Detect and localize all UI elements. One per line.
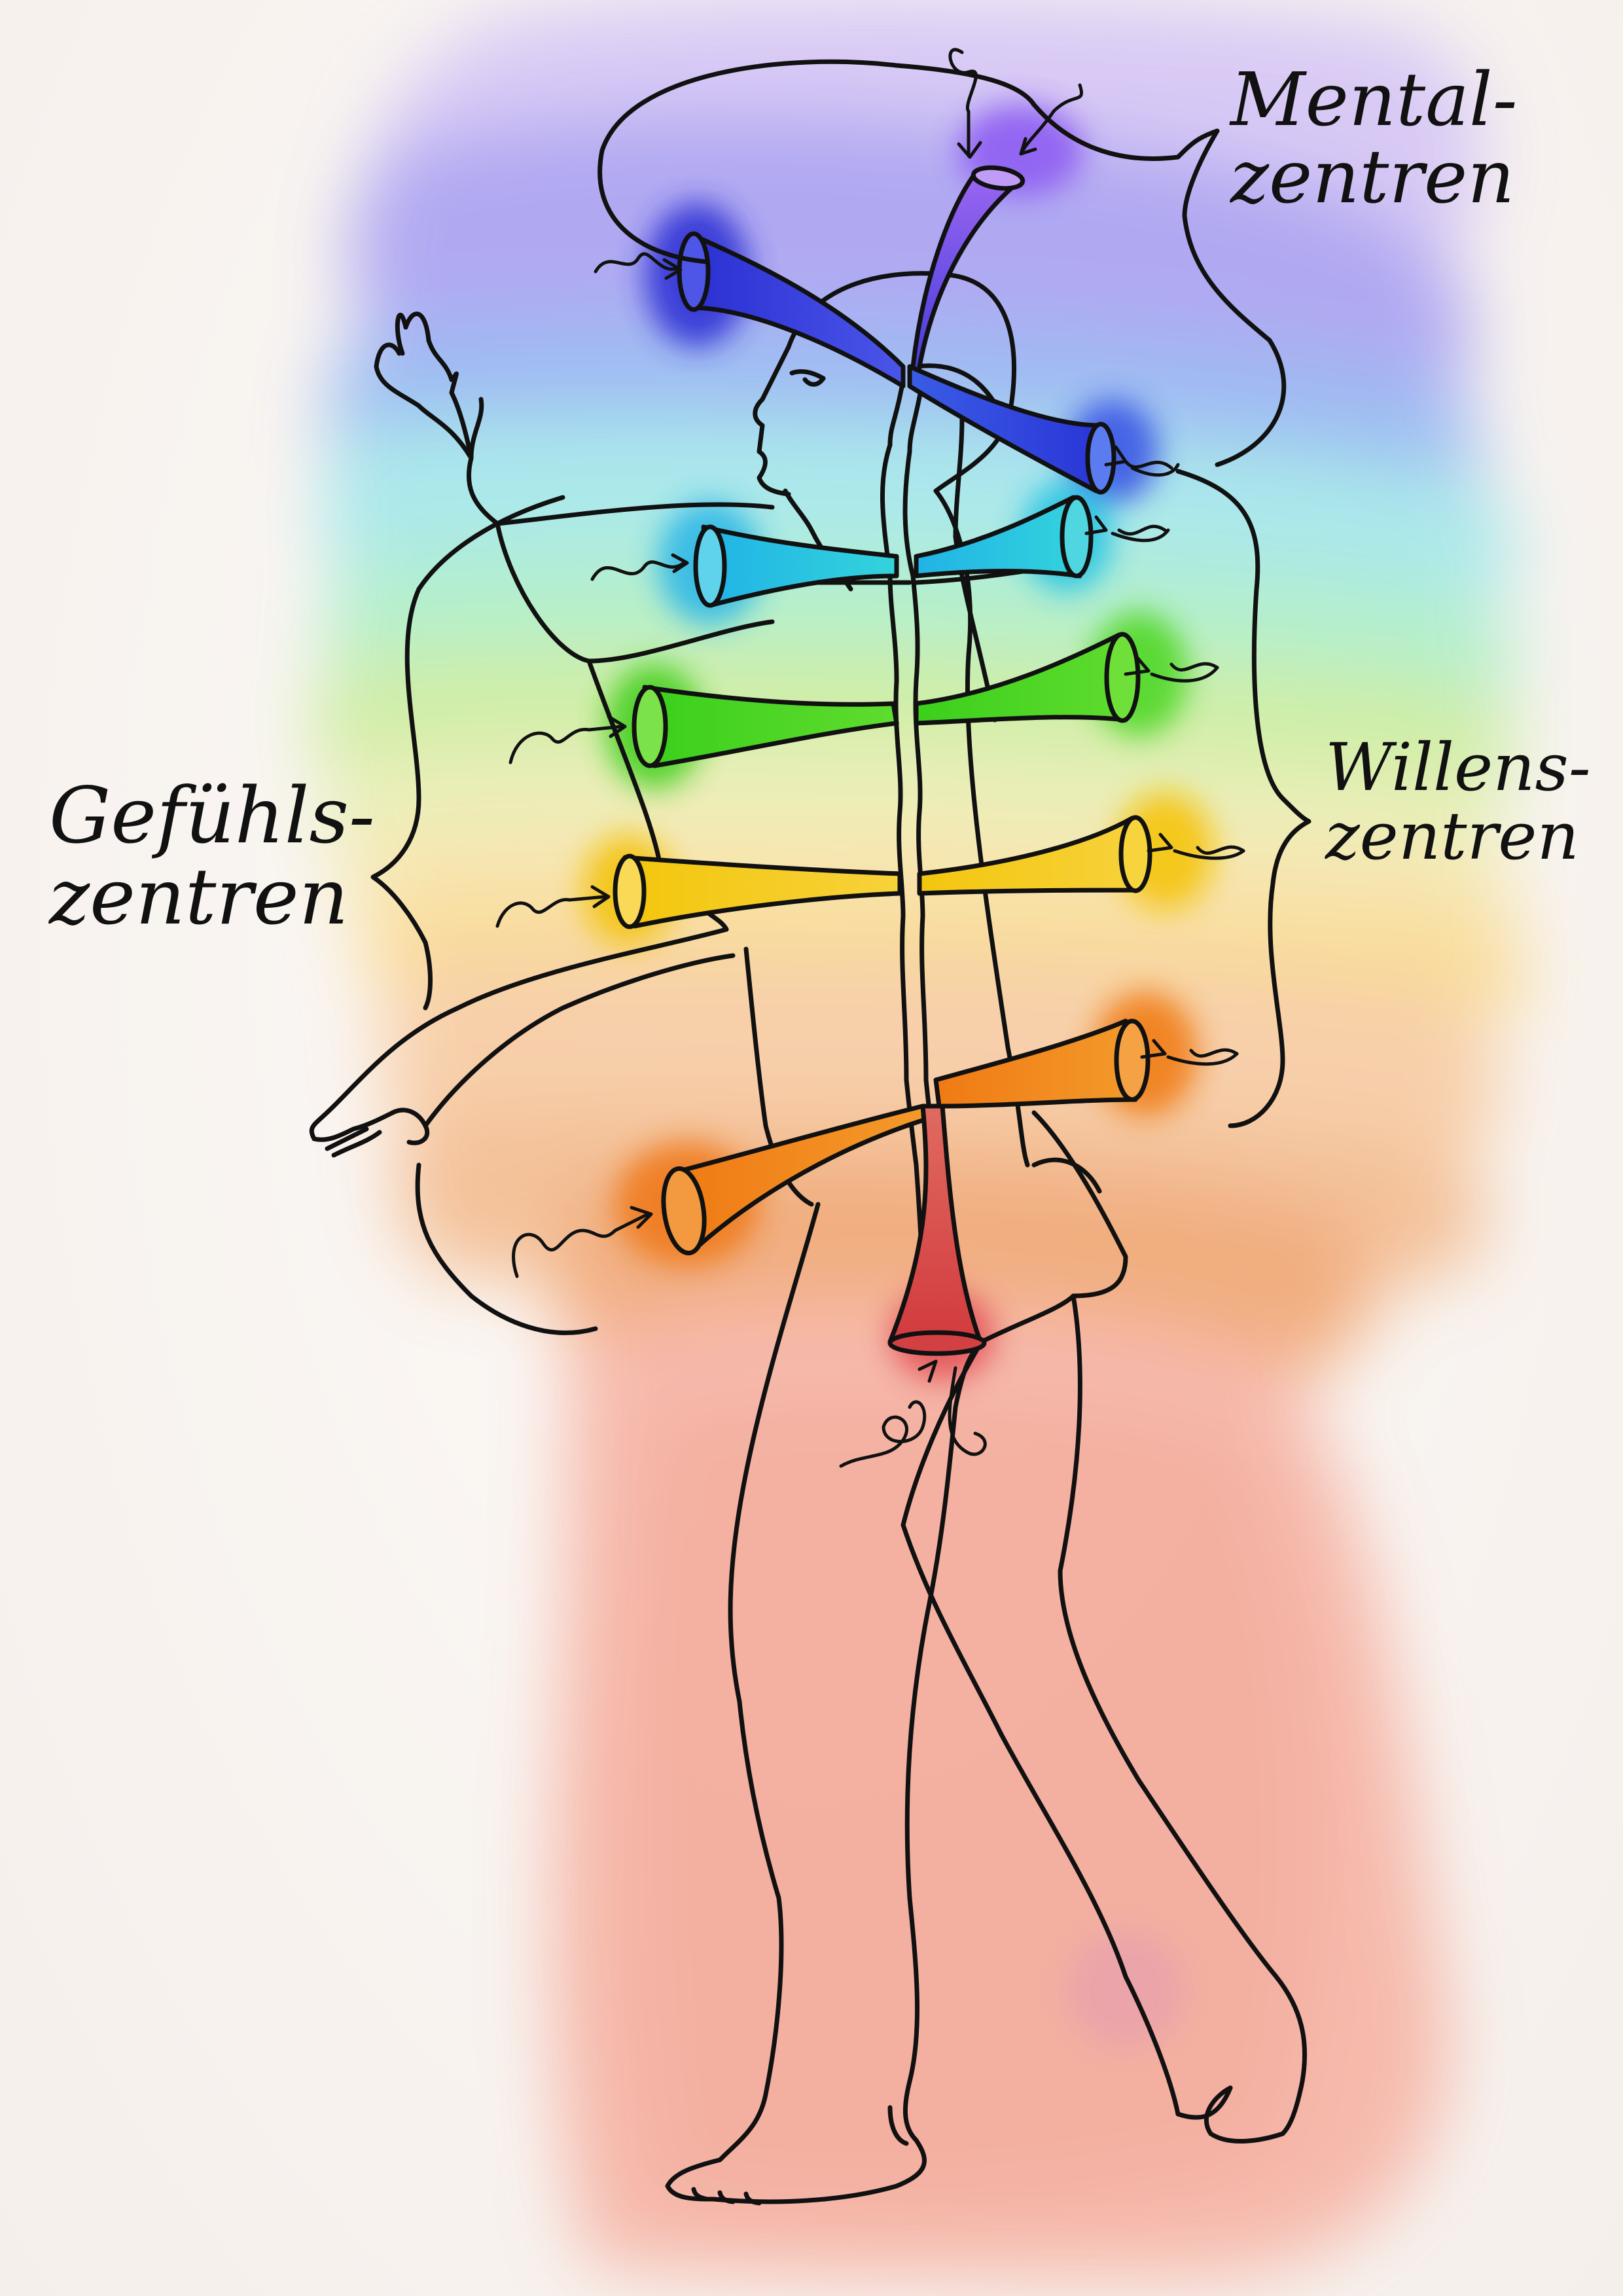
mental-centers-label: Mental- zentren [1230, 62, 1518, 216]
human-figure [309, 271, 1308, 2206]
gefuehl-label-line-1: Gefühls- [49, 770, 375, 861]
brow-center [688, 233, 906, 389]
emotional-centers-label: Gefühls- zentren [49, 770, 375, 942]
energy-centers [613, 165, 1152, 1356]
mental-label-line-1: Mental- [1230, 58, 1518, 143]
willens-bracket [1175, 469, 1311, 1128]
brackets [370, 59, 1311, 1335]
solar-plexus-center [622, 855, 902, 929]
willen-label-line-2: zentren [1325, 798, 1579, 874]
throat-center [701, 524, 899, 608]
willen-label-line-1: Willens- [1325, 729, 1591, 806]
heart-center [642, 685, 899, 768]
mental-bracket [597, 59, 1037, 264]
will-centers-label: Willens- zentren [1325, 733, 1591, 870]
gefuehl-label-line-2: zentren [49, 851, 349, 942]
energy-arrows [495, 48, 1245, 1468]
gefuehls-bracket [370, 495, 565, 1011]
mental-label-line-2: zentren [1230, 134, 1515, 220]
